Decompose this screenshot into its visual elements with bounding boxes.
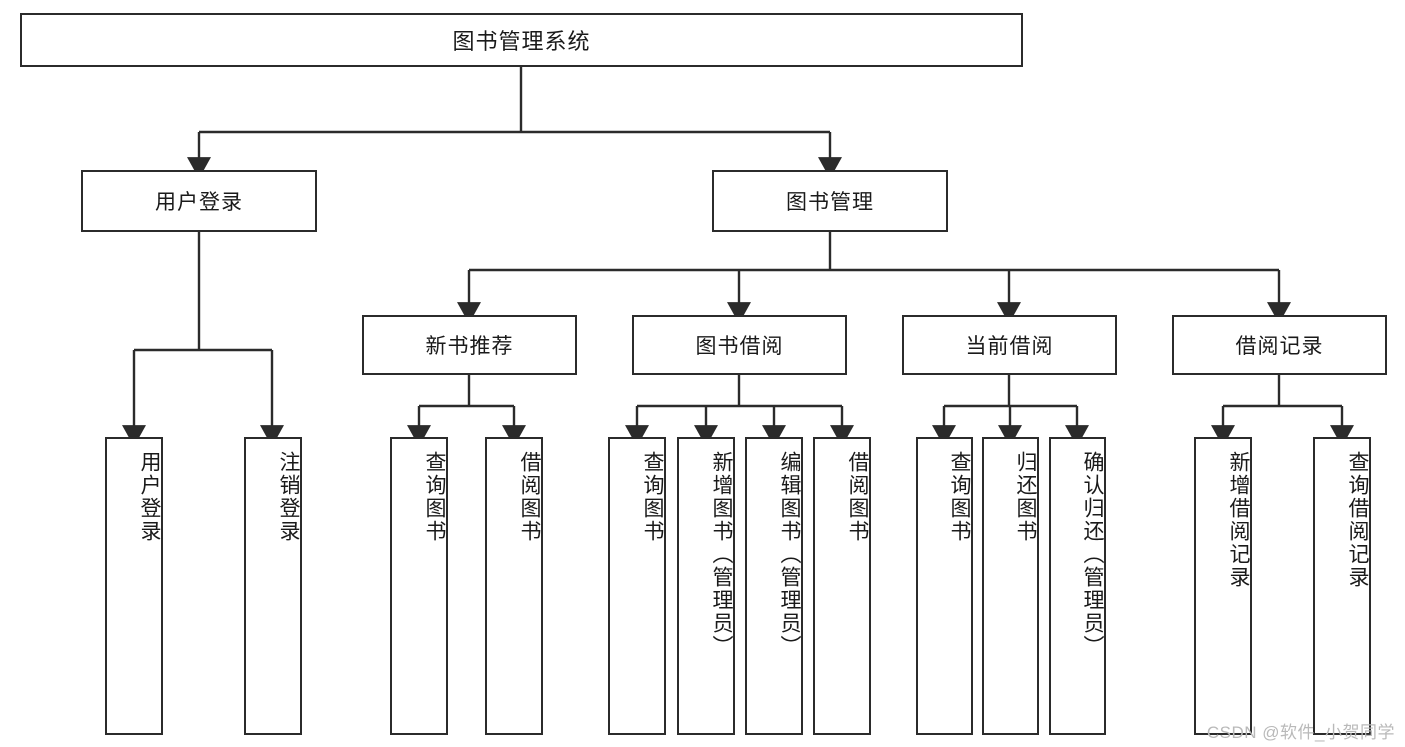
node-label: 查询借阅记录 bbox=[1346, 451, 1369, 589]
node-label: 借阅图书 bbox=[518, 451, 541, 543]
node-label: 图书借阅 bbox=[695, 335, 784, 358]
node-label: 新增借阅记录 bbox=[1227, 451, 1250, 589]
node-label: 当前借阅 bbox=[965, 335, 1054, 358]
node-leaf-user-login[interactable]: 用户登录 bbox=[105, 437, 163, 735]
node-label: 注销登录 bbox=[277, 451, 300, 543]
node-leaf-confirm-return[interactable]: 确认归还（管理员） bbox=[1049, 437, 1106, 735]
node-label: 查询图书 bbox=[423, 451, 446, 543]
node-book-management[interactable]: 图书管理 bbox=[712, 170, 948, 232]
node-leaf-logout[interactable]: 注销登录 bbox=[244, 437, 302, 735]
node-leaf-return-book[interactable]: 归还图书 bbox=[982, 437, 1039, 735]
node-leaf-borrow-book-2[interactable]: 借阅图书 bbox=[813, 437, 871, 735]
node-label: 用户登录 bbox=[155, 191, 243, 214]
node-leaf-query-book-2[interactable]: 查询图书 bbox=[608, 437, 666, 735]
node-leaf-query-record[interactable]: 查询借阅记录 bbox=[1313, 437, 1371, 735]
node-label: 图书管理系统 bbox=[452, 29, 591, 54]
node-label: 编辑图书（管理员） bbox=[778, 451, 801, 658]
node-label: 查询图书 bbox=[641, 451, 664, 543]
node-leaf-borrow-book-1[interactable]: 借阅图书 bbox=[485, 437, 543, 735]
node-leaf-add-book[interactable]: 新增图书（管理员） bbox=[677, 437, 735, 735]
node-new-book-recommend[interactable]: 新书推荐 bbox=[362, 315, 577, 375]
node-leaf-query-book-1[interactable]: 查询图书 bbox=[390, 437, 448, 735]
node-leaf-query-book-3[interactable]: 查询图书 bbox=[916, 437, 973, 735]
node-user-login[interactable]: 用户登录 bbox=[81, 170, 317, 232]
node-label: 新书推荐 bbox=[425, 335, 514, 358]
node-label: 用户登录 bbox=[138, 451, 161, 543]
node-book-borrow[interactable]: 图书借阅 bbox=[632, 315, 847, 375]
node-borrow-record[interactable]: 借阅记录 bbox=[1172, 315, 1387, 375]
node-label: 借阅图书 bbox=[846, 451, 869, 543]
node-label: 新增图书（管理员） bbox=[710, 451, 733, 658]
node-root-system[interactable]: 图书管理系统 bbox=[20, 13, 1023, 67]
node-current-borrow[interactable]: 当前借阅 bbox=[902, 315, 1117, 375]
node-leaf-edit-book[interactable]: 编辑图书（管理员） bbox=[745, 437, 803, 735]
node-leaf-add-record[interactable]: 新增借阅记录 bbox=[1194, 437, 1252, 735]
node-label: 图书管理 bbox=[786, 191, 874, 214]
node-label: 确认归还（管理员） bbox=[1081, 451, 1104, 658]
node-label: 归还图书 bbox=[1014, 451, 1037, 543]
node-label: 借阅记录 bbox=[1235, 335, 1324, 358]
node-label: 查询图书 bbox=[948, 451, 971, 543]
